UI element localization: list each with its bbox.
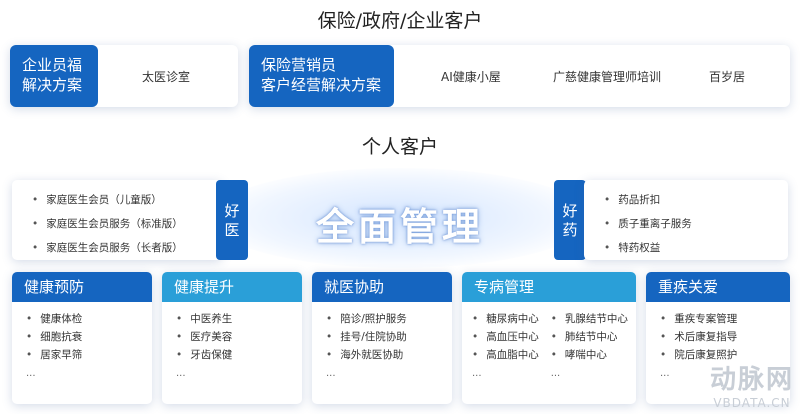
top-heading: 保险/政府/企业客户	[317, 10, 483, 32]
card-item: 高血脂中心	[472, 346, 539, 364]
card-item: 中医养生	[176, 310, 302, 328]
enterprise-solution-box: 企业员福 解决方案 太医诊室	[10, 45, 238, 107]
good-medicine-tab-char2: 药	[562, 221, 578, 239]
card-item: 牙齿保健	[176, 346, 302, 364]
good-doctor-item: 家庭医生会员（儿童版）	[32, 188, 222, 212]
card-medical-assistance: 就医协助 陪诊/照护服务 挂号/住院协助 海外就医协助 ...	[312, 272, 452, 404]
card-item: 健康体检	[26, 310, 152, 328]
good-doctor-tab: 好 医	[216, 180, 248, 260]
card-health-prevention: 健康预防 健康体检 细胞抗衰 居家早筛 ...	[12, 272, 152, 404]
insurance-label-line1: 保险营销员	[261, 56, 337, 74]
card-item: 哮喘中心	[551, 346, 628, 364]
card-item: 糖尿病中心	[472, 310, 539, 328]
good-doctor-item: 家庭医生会员服务（标准版）	[32, 212, 222, 236]
card-more: ...	[660, 368, 670, 379]
good-medicine-tab-char1: 好	[562, 202, 578, 220]
good-doctor-tab-char2: 医	[224, 221, 240, 239]
card-item: 医疗美容	[176, 328, 302, 346]
card-more: ...	[26, 368, 36, 379]
card-item: 肺结节中心	[551, 328, 628, 346]
insurance-solution-box: 保险营销员 客户经营解决方案 AI健康小屋 广慈健康管理师培训 百岁居	[249, 45, 790, 107]
card-critical-illness-care: 重疾关爱 重疾专案管理 术后康复指导 院后康复照护 ...	[646, 272, 790, 404]
insurance-item: 百岁居	[709, 70, 746, 84]
enterprise-item: 太医诊室	[142, 70, 191, 84]
enterprise-label-line1: 企业员福	[22, 56, 83, 74]
card-item: 术后康复指导	[660, 328, 790, 346]
insurance-item: 广慈健康管理师培训	[553, 70, 662, 84]
card-item: 挂号/住院协助	[326, 328, 452, 346]
good-medicine-item: 药品折扣	[604, 188, 788, 212]
card-item: 海外就医协助	[326, 346, 452, 364]
card-item: 高血压中心	[472, 328, 539, 346]
enterprise-label-line2: 解决方案	[22, 76, 83, 94]
card-title: 重疾关爱	[646, 272, 790, 302]
card-more: ...	[326, 368, 336, 379]
good-doctor-item: 家庭医生会员服务（长者版）	[32, 236, 222, 260]
center-word: 全面管理	[316, 205, 485, 249]
center-glow	[210, 168, 590, 268]
insurance-item: AI健康小屋	[441, 70, 501, 84]
watermark-logo: 动脉网	[709, 365, 794, 395]
good-doctor-box: 家庭医生会员（儿童版） 家庭医生会员服务（标准版） 家庭医生会员服务（长者版）	[12, 180, 222, 260]
insurance-label-line2: 客户经营解决方案	[261, 76, 382, 94]
card-item: 陪诊/照护服务	[326, 310, 452, 328]
card-item: 院后康复照护	[660, 346, 790, 364]
good-medicine-item: 特药权益	[604, 236, 788, 260]
card-item: 居家早筛	[26, 346, 152, 364]
card-health-improvement: 健康提升 中医养生 医疗美容 牙齿保健 ...	[162, 272, 302, 404]
card-more: ...	[176, 368, 186, 379]
watermark: 动脉网 VBDATA.CN	[710, 359, 794, 410]
watermark-url: VBDATA.CN	[713, 396, 791, 410]
card-title: 就医协助	[312, 272, 452, 302]
card-more: ...	[472, 368, 482, 379]
good-medicine-tab: 好 药	[554, 180, 586, 260]
card-title: 专病管理	[462, 272, 636, 302]
card-title: 健康提升	[162, 272, 302, 302]
good-medicine-item: 质子重离子服务	[604, 212, 788, 236]
good-medicine-box: 药品折扣 质子重离子服务 特药权益	[584, 180, 788, 260]
mid-heading: 个人客户	[361, 136, 438, 158]
enterprise-label: 企业员福 解决方案	[10, 45, 98, 107]
card-item: 重疾专案管理	[660, 310, 790, 328]
card-disease-management: 专病管理 糖尿病中心 高血压中心 高血脂中心 ... 乳腺结节中心 肺结节中心 …	[462, 272, 636, 404]
insurance-label: 保险营销员 客户经营解决方案	[249, 45, 394, 107]
card-more: ...	[550, 368, 561, 379]
good-doctor-tab-char1: 好	[224, 202, 240, 220]
card-title: 健康预防	[12, 272, 152, 302]
card-item: 细胞抗衰	[26, 328, 152, 346]
card-item: 乳腺结节中心	[551, 310, 628, 328]
